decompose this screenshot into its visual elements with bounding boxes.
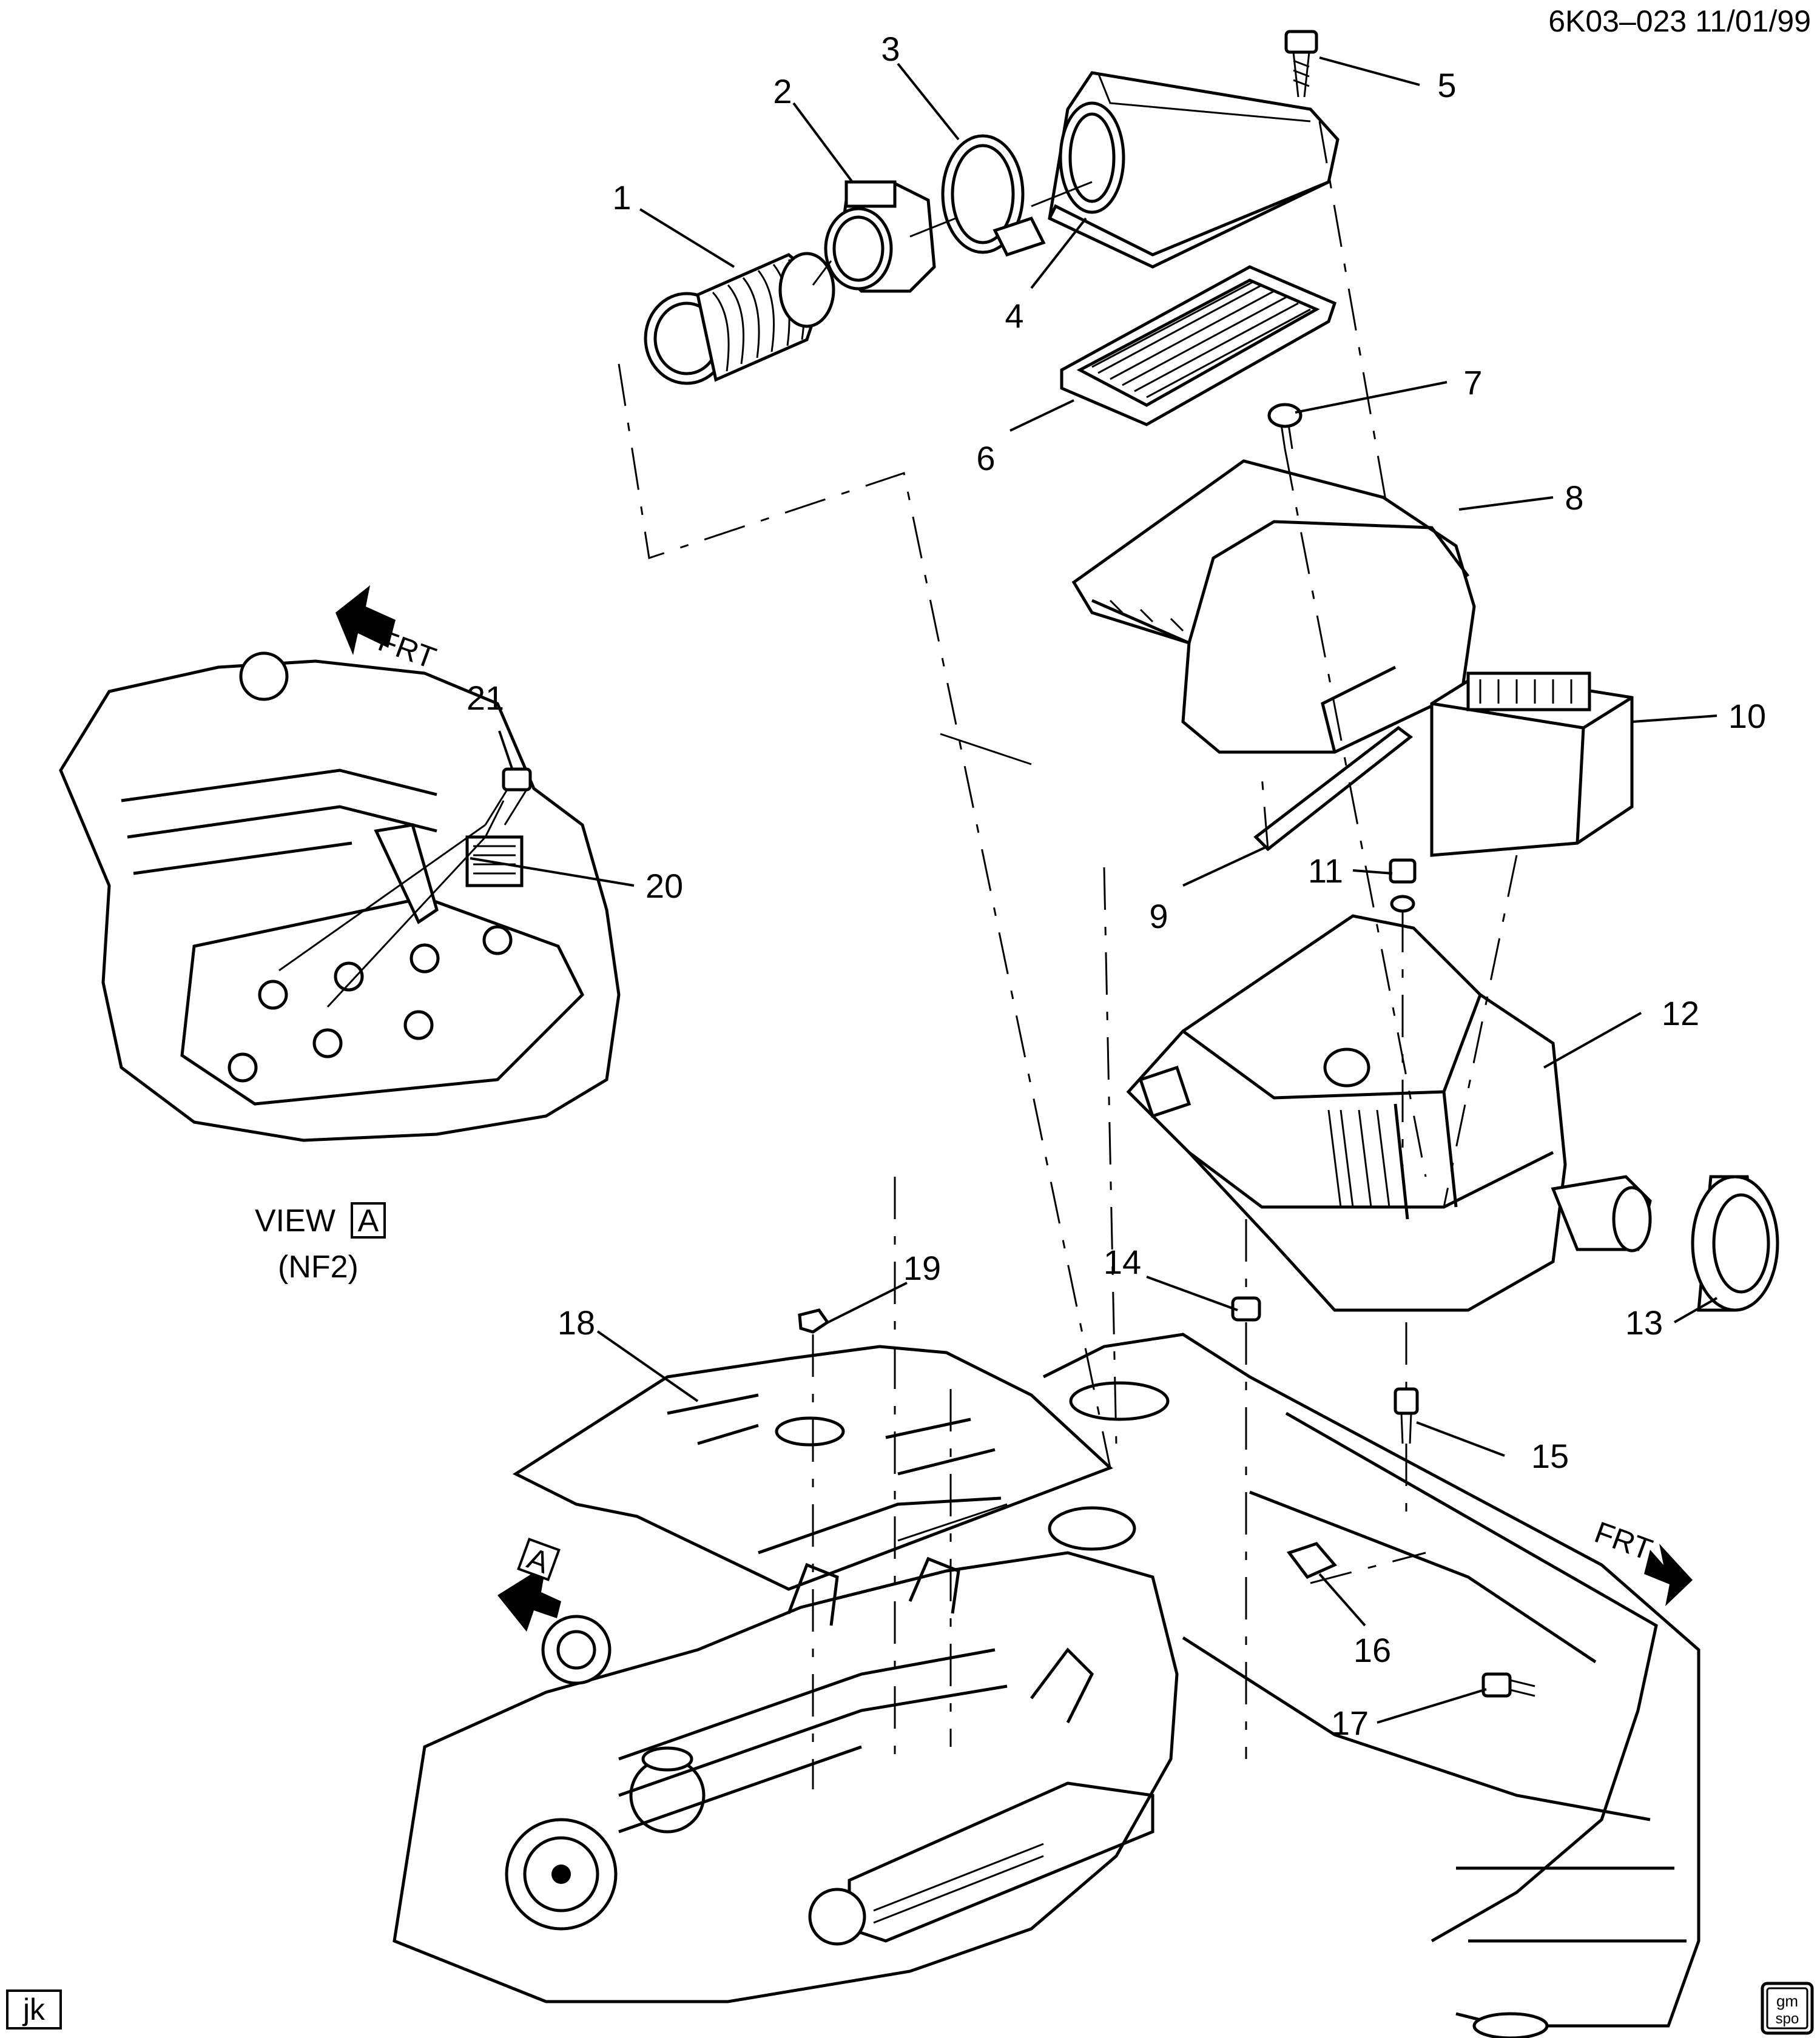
diagram-code: 6K03–023 11/01/99 <box>1548 4 1811 38</box>
view-a-arrow: A <box>497 1538 561 1632</box>
part-17-bolt <box>1481 1672 1535 1698</box>
part-18-engine-cover <box>512 1345 1113 1591</box>
initials-box: jk <box>6 1989 62 2030</box>
part-5-screw <box>1284 30 1318 98</box>
callout-16: 16 <box>1353 1631 1391 1669</box>
part-9-seal-strip <box>1253 725 1414 852</box>
part-8-upper-housing <box>1071 459 1476 754</box>
fender-structure <box>1042 1333 1700 2038</box>
part-10-module <box>1430 671 1634 857</box>
part-16-bracket <box>1286 1542 1338 1579</box>
engine-bay-illustration <box>393 1551 1179 2003</box>
frt-arrow-right: FRT <box>1590 1515 1693 1606</box>
part-1-intake-duct <box>644 252 835 385</box>
callout-7: 7 <box>1463 363 1482 402</box>
logo-line2: spo <box>1776 2011 1799 2027</box>
leader-lines <box>470 56 1717 1724</box>
part-3-clamp <box>941 134 1046 257</box>
part-6-air-filter <box>1060 265 1337 426</box>
callout-1: 1 <box>612 178 631 217</box>
view-a-label: VIEW A (NF2) <box>255 1202 386 1285</box>
part-20-bracket <box>374 823 439 924</box>
view-label-option: (NF2) <box>278 1249 359 1285</box>
callout-9: 9 <box>1149 897 1168 935</box>
part-19-nut <box>798 1308 830 1334</box>
callout-14: 14 <box>1104 1243 1141 1281</box>
initials-text: jk <box>22 1993 46 2026</box>
callout-15: 15 <box>1531 1437 1569 1475</box>
callout-21: 21 <box>467 679 504 717</box>
callout-3: 3 <box>881 30 900 68</box>
part-21-bolt <box>484 767 532 826</box>
part-13-cap <box>1691 1175 1779 1312</box>
part-15-stud <box>1394 1387 1419 1444</box>
callout-numbers: 1 2 3 4 5 6 7 8 9 10 11 12 13 14 15 16 1… <box>467 30 1766 1742</box>
callout-5: 5 <box>1437 66 1456 104</box>
callout-18: 18 <box>558 1303 595 1342</box>
gm-spo-logo: gm spo <box>1761 1982 1814 2035</box>
callout-12: 12 <box>1662 994 1699 1032</box>
callout-19: 19 <box>903 1249 941 1287</box>
part-12-lower-housing <box>1126 914 1652 1312</box>
callout-6: 6 <box>976 439 995 477</box>
view-label-text: VIEW <box>255 1203 335 1239</box>
view-a-inset <box>59 651 621 1142</box>
callout-13: 13 <box>1625 1303 1663 1342</box>
logo-line1: gm <box>1776 1992 1798 2010</box>
callout-17: 17 <box>1331 1704 1369 1742</box>
frt-label-right: FRT <box>1590 1515 1657 1567</box>
alignment-lines <box>278 121 1518 1789</box>
frt-arrow-top: FRT <box>335 585 440 675</box>
view-label-letter: A <box>358 1203 379 1239</box>
callout-20: 20 <box>645 867 683 905</box>
part-11-grommet <box>1389 858 1417 913</box>
part-2-maf-sensor <box>824 180 936 293</box>
callout-8: 8 <box>1565 479 1583 517</box>
callout-10: 10 <box>1728 697 1766 735</box>
callout-2: 2 <box>773 72 792 110</box>
callout-4: 4 <box>1005 297 1023 335</box>
callout-11: 11 <box>1308 852 1343 890</box>
part-7-screw <box>1267 403 1303 449</box>
part-4-air-cleaner-cover <box>1048 71 1340 269</box>
